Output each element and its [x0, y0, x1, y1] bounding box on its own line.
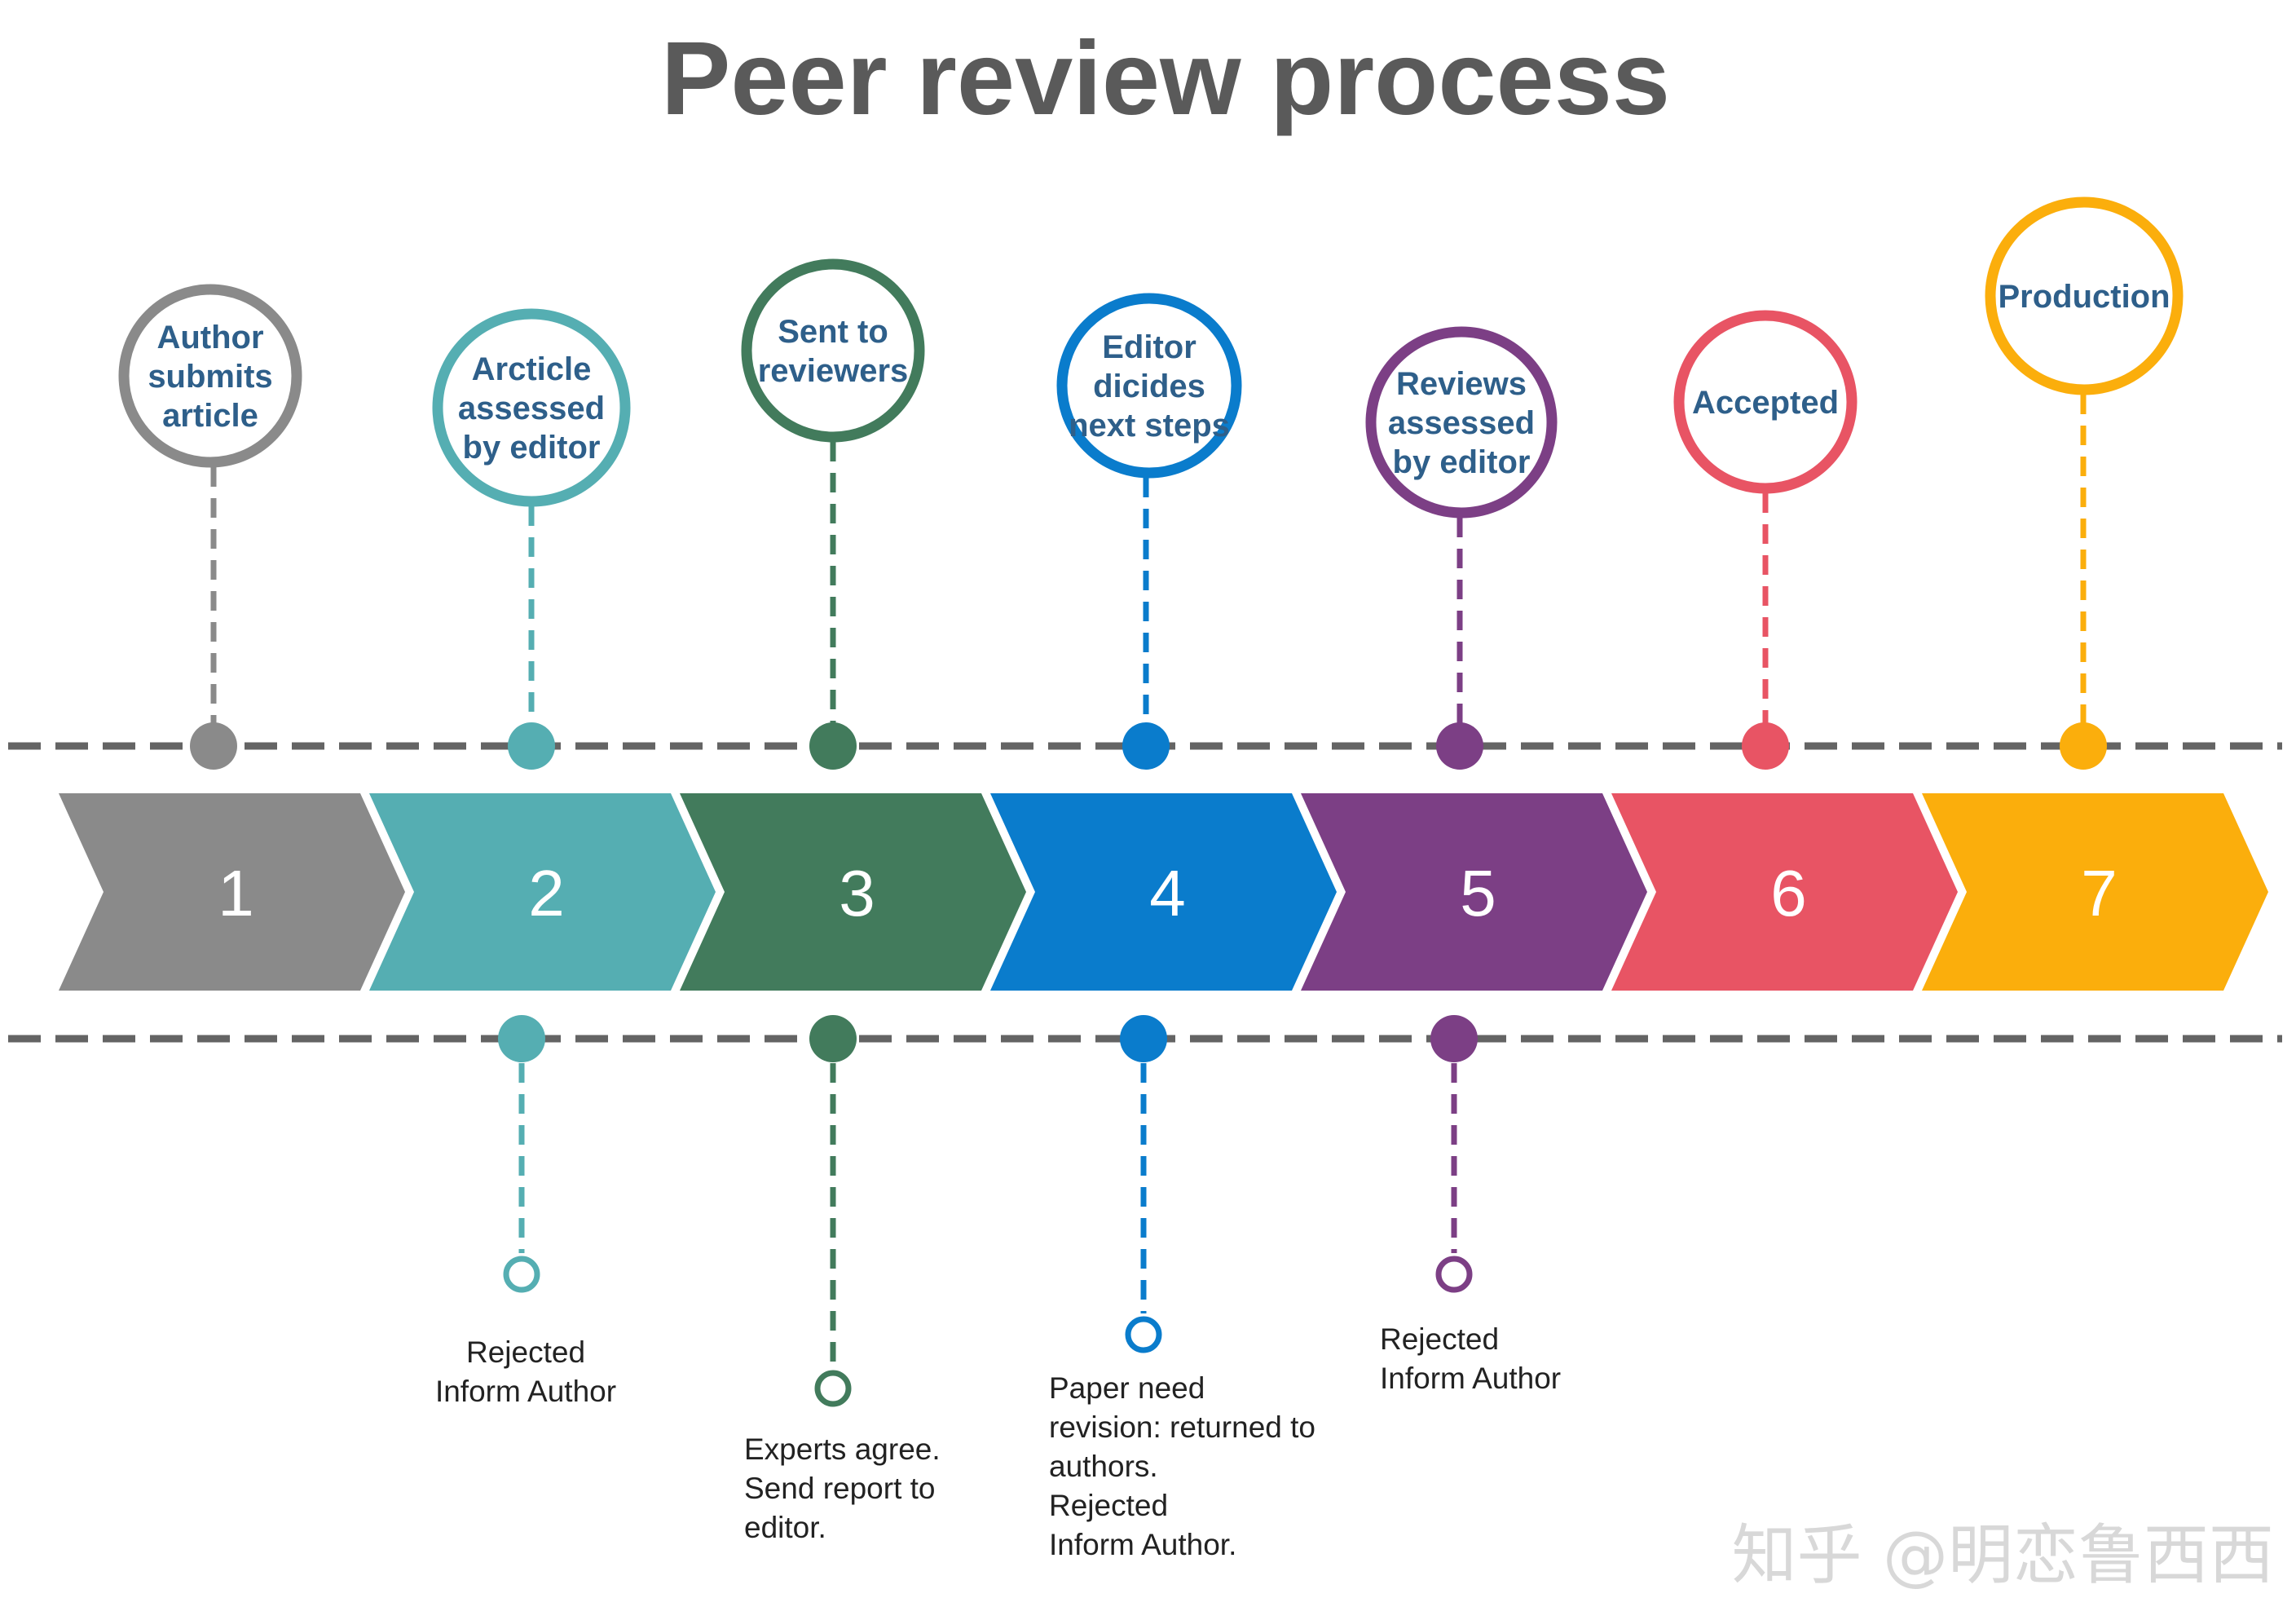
step-bubble — [1056, 293, 1242, 479]
step-number: 4 — [1149, 857, 1186, 929]
step-bubble — [741, 258, 925, 443]
timeline-dot — [1430, 1015, 1478, 1062]
outcome-text-line: revision: returned to — [1049, 1410, 1315, 1444]
step-number: 6 — [1770, 857, 1807, 929]
outcome-text-line: Inform Author — [1380, 1362, 1561, 1395]
step-bubble — [1673, 310, 1858, 494]
step-7: 7 Production — [1922, 196, 2268, 991]
timeline-dot — [809, 1015, 857, 1062]
step-bubble — [1985, 196, 2184, 395]
timeline-dot — [1742, 722, 1789, 770]
step-label-line: Author — [156, 320, 263, 355]
step-chevron — [1922, 793, 2268, 991]
timeline-dot — [508, 722, 555, 770]
step-bubble — [432, 308, 631, 507]
outcome-text-line: Experts agree. — [744, 1432, 941, 1466]
outcome-text-line: Rejected — [466, 1335, 585, 1369]
timeline-dot — [190, 722, 237, 770]
step-label-line: reviewers — [758, 353, 909, 389]
outcome-text-line: Paper need — [1049, 1371, 1205, 1405]
step-chevron — [680, 793, 1026, 991]
outcome-step-3: Experts agree. Send report to editor. — [744, 1015, 941, 1544]
steps-layer: 1Authorsubmitsarticle2Arcticleassessedby… — [59, 196, 2268, 991]
outcome-ring — [503, 1256, 540, 1293]
watermark: 知乎 @明恋鲁西西 — [1732, 1517, 2274, 1593]
timeline-dot — [1436, 722, 1483, 770]
step-chevron — [990, 793, 1337, 991]
step-label-line: assessed — [1388, 405, 1535, 441]
step-label-line: dicides — [1093, 369, 1205, 404]
outcome-text-line: editor. — [744, 1511, 826, 1544]
step-6: 6 Accepted — [1611, 310, 1958, 991]
outcome-step-4: Paper need revision: returned to authors. R… — [1049, 1015, 1315, 1561]
outcome-ring — [1125, 1316, 1162, 1353]
timeline-dot — [1122, 722, 1170, 770]
diagram-title: Peer review process — [661, 20, 1670, 137]
step-number: 5 — [1460, 857, 1496, 929]
step-label-line: Production — [1998, 279, 2170, 315]
step-label-line: Editor — [1102, 329, 1196, 365]
step-label-line: article — [162, 398, 258, 434]
step-4: 4 Editor dicides next steps — [990, 293, 1337, 991]
outcome-text-line: Rejected — [1049, 1489, 1168, 1522]
timeline-dot — [498, 1015, 545, 1062]
outcome-text-line: Inform Author — [435, 1375, 616, 1408]
outcome-ring — [1435, 1256, 1473, 1293]
outcome-text-line: Inform Author. — [1049, 1528, 1236, 1561]
step-bubble — [118, 284, 302, 468]
step-label-line: by editor — [463, 430, 601, 466]
step-label-line: next steps — [1069, 408, 1230, 444]
step-label-line: Reviews — [1396, 366, 1527, 402]
step-number: 1 — [218, 857, 254, 929]
step-label-line: by editor — [1393, 444, 1531, 480]
outcome-text-line: Send report to — [744, 1472, 935, 1505]
step-bubble — [1365, 326, 1558, 519]
step-number: 7 — [2081, 857, 2118, 929]
step-number: 3 — [839, 857, 875, 929]
step-chevron — [369, 793, 716, 991]
step-2: 2 Arcticle assessed by editor — [369, 308, 716, 991]
timeline-dot — [809, 722, 857, 770]
step-chevron — [59, 793, 405, 991]
step-number: 2 — [528, 857, 565, 929]
step-chevron — [1301, 793, 1647, 991]
step-label-line: Sent to — [778, 314, 888, 350]
step-label-line: assessed — [458, 391, 605, 426]
step-chevron — [1611, 793, 1958, 991]
timeline-dot — [1120, 1015, 1167, 1062]
outcome-text-line: Rejected — [1380, 1322, 1499, 1356]
step-label-line: submits — [148, 359, 272, 395]
timeline-dot — [2060, 722, 2107, 770]
step-label-line: Arcticle — [472, 351, 592, 387]
step-label-line: Accepted — [1692, 385, 1839, 421]
outcome-text-line: authors. — [1049, 1450, 1158, 1483]
outcome-ring — [814, 1370, 852, 1407]
